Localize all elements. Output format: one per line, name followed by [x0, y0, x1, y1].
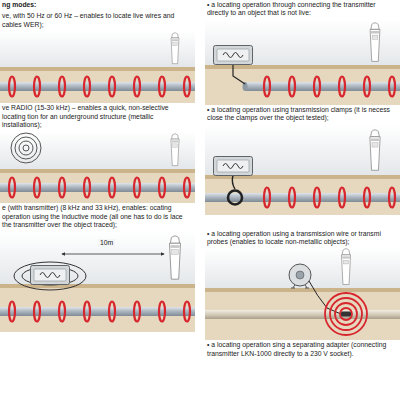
receiver [171, 134, 179, 166]
ground-surface [0, 67, 195, 71]
ground [0, 67, 195, 103]
receiver [341, 249, 350, 285]
text-slot: 10m [98, 239, 115, 247]
signal-rings [264, 187, 395, 207]
radio-waves [11, 133, 41, 163]
receiver [171, 33, 179, 64]
ground [205, 65, 400, 105]
power-mode-illustration [0, 31, 195, 103]
sky [0, 131, 195, 169]
mode-description: • a locating operation using a transmiss… [205, 229, 400, 249]
text-slot: ve RADIO (15-30 kHz) – enables a quick, … [0, 103, 195, 131]
signal-rings [264, 76, 395, 96]
text-slot: e (with transmitter) (8 kHz and 33 kHz),… [0, 203, 195, 231]
ground [0, 284, 195, 332]
transmitter [214, 156, 253, 175]
direct-connection-illustration [205, 20, 400, 105]
probe-illustration [205, 248, 400, 340]
sky [0, 31, 195, 67]
connection-wire [233, 64, 245, 84]
text-slot: • a locating operation sing a separating… [205, 340, 400, 360]
ground [205, 288, 400, 340]
text-slot: ve, with 50 Hz or 60 Hz – enables to loc… [0, 11, 195, 31]
text-slot: • a locating operation using transmissio… [205, 105, 400, 125]
clamp-illustration [205, 125, 400, 215]
signal-rings [9, 77, 190, 97]
right-column: • a locating operation through connectin… [205, 0, 400, 360]
left-column: ng modes: ve, with 50 Hz or 60 Hz – enab… [0, 0, 195, 332]
transmitter [31, 265, 70, 284]
clamp-lead [232, 175, 235, 189]
text-slot: ng modes: [0, 0, 195, 11]
probe-signal [325, 293, 367, 335]
cable-reel [289, 264, 311, 286]
mode-description: ve, with 50 Hz or 60 Hz – enables to loc… [0, 11, 195, 31]
receiver [370, 23, 380, 62]
ground [0, 169, 195, 203]
distance-line [62, 253, 164, 254]
mode-description: • a locating operation sing a separating… [205, 340, 400, 360]
non-metallic-pipe [205, 310, 400, 319]
sky [205, 248, 400, 288]
ground [205, 175, 400, 215]
magnetic-field [14, 262, 86, 290]
section-heading: ng modes: [0, 0, 195, 11]
mode-description: e (with transmitter) (8 kHz and 33 kHz),… [0, 203, 195, 231]
mode-description: • a locating operation through connectin… [205, 0, 400, 20]
inductive-panel: 10m [0, 232, 195, 332]
reel-hub [296, 271, 304, 279]
mode-description: ve RADIO (15-30 kHz) – enables a quick, … [0, 103, 195, 131]
text-slot: • a locating operation using a transmiss… [205, 229, 400, 249]
transmitter [214, 45, 253, 64]
sky [205, 125, 400, 175]
signal-rings [9, 301, 190, 321]
mode-description: • a locating operation using transmissio… [205, 105, 400, 125]
probe [341, 312, 351, 317]
text-slot: • a locating operation through connectin… [205, 0, 400, 20]
ground-surface [205, 65, 400, 69]
receiver [370, 129, 380, 169]
receiver [169, 236, 180, 279]
dimension-label: 10m [98, 239, 115, 247]
sky [205, 20, 400, 65]
transmission-clamp [228, 190, 242, 204]
pipe [245, 82, 400, 91]
radio-mode-illustration [0, 131, 195, 203]
signal-rings [9, 178, 190, 198]
ground-surface [0, 169, 195, 173]
ground-surface [205, 288, 400, 292]
sky [0, 232, 195, 284]
